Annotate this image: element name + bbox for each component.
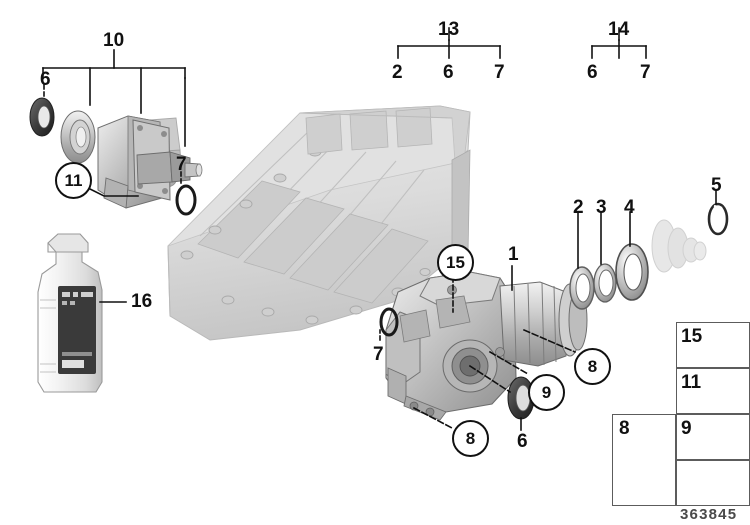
leader-lines [42,27,717,431]
callout-circle-8-right-label: 8 [587,356,598,376]
callout-6-top: 6 [443,62,454,83]
callout-5: 5 [711,175,722,196]
bearing-carrier-left [60,110,96,164]
callout-circle-15: 15 [437,244,474,281]
left-output-shaft-assembly [29,97,203,216]
callout-circle-8-bottom-label: 8 [465,428,476,448]
callout-13: 13 [438,19,460,40]
callout-10: 10 [103,30,125,51]
engine-oil-pan [149,105,471,341]
shaft-seal-right [507,376,535,420]
callout-6-left: 6 [40,69,51,90]
callout-2-top: 2 [392,62,403,83]
legend-number-15: 15 [681,326,703,347]
callout-circle-11: 11 [55,162,92,199]
callout-7-top: 7 [494,62,505,83]
legend-cell-8 [612,414,676,506]
callout-7-left: 7 [176,154,187,175]
callout-3-right: 3 [596,197,607,218]
legend-number-9: 9 [681,418,692,439]
callout-6-bottom: 6 [517,431,528,452]
legend-number-11: 11 [681,372,702,393]
legend-cell-9 [676,414,750,460]
callout-circle-11-label: 11 [64,170,83,190]
callout-6-top2: 6 [587,62,598,83]
o-ring-bottom [379,307,399,337]
washer-stack-right [569,202,729,310]
callout-circle-9: 9 [528,374,565,411]
shaft-seal-left [29,97,55,137]
callout-2-right: 2 [573,197,584,218]
callout-circle-15-label: 15 [446,252,465,272]
gear-oil-bottle [37,233,103,393]
legend-cell-11 [676,368,750,414]
o-ring-left [175,184,197,216]
callout-16: 16 [131,291,153,312]
callout-circle-8-right: 8 [574,348,611,385]
legend-cell-arrow [676,460,750,506]
legend-number-8: 8 [619,418,630,439]
output-shaft-housing [97,115,203,209]
callout-14: 14 [608,19,630,40]
diagram-part-number: 363845 [680,506,738,523]
callout-circle-8-bottom: 8 [452,420,489,457]
callout-circle-9-label: 9 [541,382,552,402]
callout-1: 1 [508,244,519,265]
callout-4-right: 4 [624,197,635,218]
callout-7-bottom: 7 [373,344,384,365]
callout-7-top2: 7 [640,62,651,83]
